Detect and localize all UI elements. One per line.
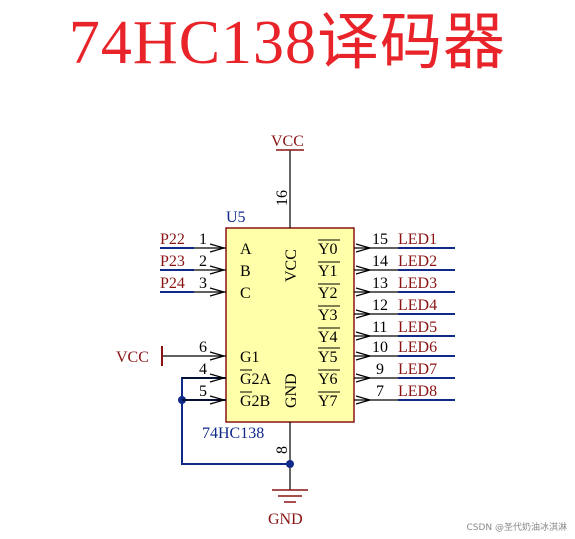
pin-12-number: 12 [372,297,388,314]
pin-5-number: 5 [199,383,207,400]
net-led6: LED6 [398,339,437,356]
pin-name-y7: Y7 [318,393,338,410]
net-led2: LED2 [398,253,437,270]
net-led5: LED5 [398,319,437,336]
pin-2-number: 2 [199,253,207,270]
net-led7: LED7 [398,361,437,378]
pin-13-number: 13 [372,275,388,292]
chip-part: 74HC138 [202,425,264,442]
pin-name-y2: Y2 [318,285,338,302]
pin-name-b: B [240,263,251,280]
pin-16-number: 16 [274,190,291,206]
pin-14-number: 14 [372,253,388,270]
pin-name-y6: Y6 [318,371,338,388]
pin-name-y5: Y5 [318,349,338,366]
net-led3: LED3 [398,275,437,292]
net-p24: P24 [160,275,185,292]
pin-name-y3: Y3 [318,307,338,324]
gnd-pin-name: GND [283,373,300,408]
page-title: 74HC138译码器 [68,9,507,77]
pin-10-number: 10 [372,339,388,356]
net-led4: LED4 [398,297,437,314]
vcc-pin-name: VCC [283,249,300,282]
pin-3-number: 3 [199,275,207,292]
vcc-top-label: VCC [271,133,304,150]
net-led1: LED1 [398,231,437,248]
pin-name-c: C [240,285,251,302]
net-vcc-g1: VCC [116,349,149,366]
net-p23: P23 [160,253,185,270]
pin-11-number: 11 [372,319,387,336]
pin-8-number: 8 [274,446,291,454]
net-led8: LED8 [398,383,437,400]
pin-name-g1: G1 [240,349,260,366]
pin-9-number: 9 [376,361,384,378]
ground-symbol-icon [272,489,308,503]
net-p22: P22 [160,231,185,248]
pin-1-number: 1 [199,231,207,248]
pin-7-number: 7 [376,383,384,400]
gnd-label: GND [268,511,303,528]
pin-name-g2a: G2A [240,371,272,388]
pin-4-number: 4 [199,361,207,378]
pin-name-y1: Y1 [318,263,338,280]
pin-name-g2b: G2B [240,393,270,410]
pin-15-number: 15 [372,231,388,248]
pin-name-y0: Y0 [318,241,338,258]
pin-6-number: 6 [199,339,207,356]
pin-name-y4: Y4 [318,329,338,346]
pin-name-a: A [240,241,252,258]
chip-body [225,227,355,423]
junction-dot [286,460,294,468]
watermark: CSDN @圣代奶油冰淇淋 [466,523,567,533]
chip-ref: U5 [226,209,246,226]
